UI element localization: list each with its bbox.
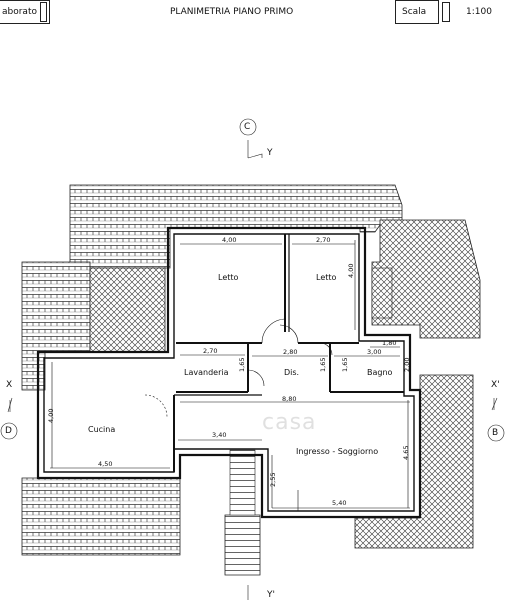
axis-xprime-arrow bbox=[491, 397, 498, 411]
dim-soggiorno-depth: 4,65 bbox=[402, 445, 410, 460]
terrace-left bbox=[89, 267, 166, 353]
axis-c-circle bbox=[239, 118, 257, 136]
axis-y-label: Y bbox=[267, 148, 273, 158]
dim-bagno-depth: 1,65 bbox=[341, 357, 349, 372]
axis-d-circle bbox=[0, 422, 18, 440]
dim-bagno-right: 2,00 bbox=[403, 357, 411, 372]
roof-top bbox=[69, 184, 403, 269]
dim-letto2-depth: 4,00 bbox=[347, 263, 355, 278]
axis-b-circle bbox=[487, 424, 505, 442]
door-swing-lavanderia bbox=[247, 369, 265, 387]
dim-lav-depth: 1,65 bbox=[238, 357, 246, 372]
door-swing-cucina bbox=[144, 394, 168, 418]
dim-dis-width: 2,80 bbox=[283, 348, 298, 356]
dim-cucina-width: 4,50 bbox=[98, 460, 113, 468]
dim-letto2-width: 2,70 bbox=[316, 236, 331, 244]
watermark-text: casa bbox=[262, 410, 317, 435]
scale-value: 1:100 bbox=[466, 7, 492, 17]
dim-lavanderia-width: 2,70 bbox=[203, 347, 218, 355]
axis-x-arrow bbox=[7, 397, 13, 413]
axis-xprime-label: X' bbox=[491, 380, 500, 390]
dim-corridor-width: 3,40 bbox=[212, 431, 227, 439]
axis-yprime-label: Y' bbox=[267, 590, 275, 600]
drawing-title: PLANIMETRIA PIANO PRIMO bbox=[170, 7, 294, 17]
room-bagno: Bagno bbox=[367, 368, 393, 377]
dim-cucina-depth: 4,00 bbox=[47, 408, 55, 423]
axis-d-label: D bbox=[5, 426, 12, 436]
terrace-right bbox=[371, 219, 481, 339]
stair-upper bbox=[229, 449, 256, 516]
roof-left bbox=[21, 261, 91, 391]
balcony-letto bbox=[371, 267, 393, 319]
axis-b-label: B bbox=[492, 428, 499, 438]
scale-cell bbox=[395, 0, 439, 24]
walls bbox=[36, 226, 422, 519]
door-swing-bagno bbox=[319, 342, 333, 356]
room-letto-2: Letto bbox=[316, 273, 337, 282]
dim-soggiorno-width: 5,40 bbox=[332, 499, 347, 507]
door-swing-letto2 bbox=[279, 324, 299, 344]
room-letto-1: Letto bbox=[218, 273, 239, 282]
room-disimpegno: Dis. bbox=[284, 368, 300, 377]
title-block: aborato PLANIMETRIA PIANO PRIMO Scala 1:… bbox=[0, 0, 514, 24]
axis-y-arrow bbox=[247, 153, 263, 159]
dim-bagno-extra: 1,80 bbox=[382, 339, 397, 347]
door-swing-letto1 bbox=[261, 318, 287, 344]
inner-wall bbox=[43, 233, 415, 512]
roof-bottom-left bbox=[21, 477, 181, 556]
room-lavanderia: Lavanderia bbox=[184, 368, 229, 377]
dim-total-width: 8,80 bbox=[282, 395, 297, 403]
dim-dis-depth: 1,65 bbox=[319, 357, 327, 372]
stair bbox=[224, 514, 261, 576]
dim-letto1-width: 4,00 bbox=[222, 236, 237, 244]
dim-ingresso-depth: 2,55 bbox=[269, 472, 277, 487]
scale-label: Scala bbox=[402, 7, 427, 17]
room-ingresso-soggiorno: Ingresso - Soggiorno bbox=[296, 447, 379, 456]
room-cucina: Cucina bbox=[88, 425, 116, 434]
scale-marker bbox=[442, 2, 450, 22]
dim-bagno-width: 3,00 bbox=[367, 348, 382, 356]
header-left-marker bbox=[40, 2, 47, 22]
axis-c-label: C bbox=[244, 122, 251, 132]
header-left-label: aborato bbox=[2, 7, 37, 17]
dimension-lines bbox=[50, 240, 410, 509]
section-axes bbox=[0, 118, 505, 600]
axis-x-label: X bbox=[6, 380, 13, 390]
outer-wall bbox=[36, 226, 422, 519]
